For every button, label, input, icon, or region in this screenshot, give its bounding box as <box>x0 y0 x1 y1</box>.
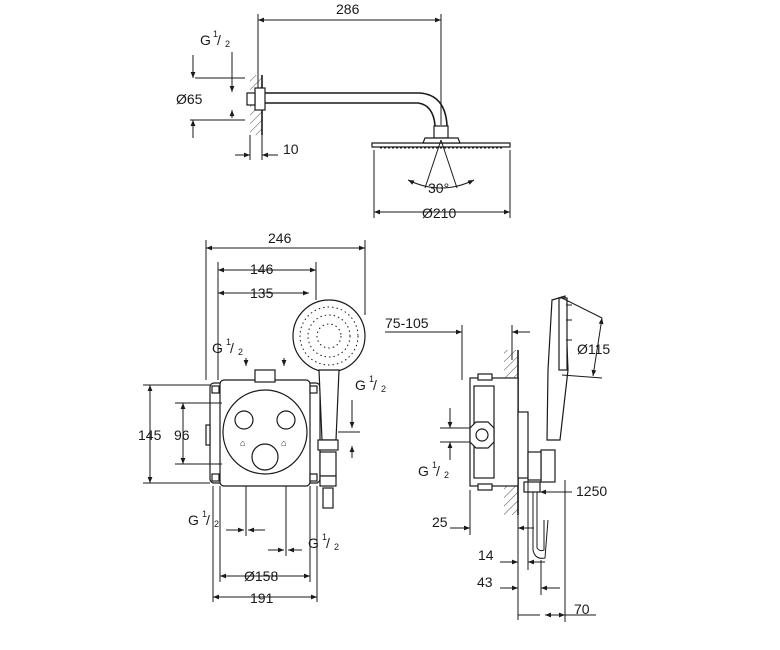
cover-plate <box>517 411 529 479</box>
handshower-diameter-label: Ø115 <box>577 341 610 357</box>
inlet-top-num: 1 <box>226 337 231 347</box>
svg-text:/: / <box>217 32 221 48</box>
bottom-right-den: 2 <box>334 542 339 552</box>
svg-text:⌂: ⌂ <box>281 438 286 448</box>
handshower-offset-label: 146 <box>250 261 274 277</box>
shower-arm <box>265 92 448 128</box>
top-inlet <box>254 369 276 383</box>
holder-elbow <box>540 449 556 483</box>
head-diameter-label: Ø210 <box>422 205 456 221</box>
cover-depth-label: 14 <box>478 547 494 563</box>
thread-g-label: G <box>200 32 211 48</box>
side-outlet-g: G <box>355 377 366 393</box>
wall-depth-label: 25 <box>432 514 448 530</box>
bottom-left-num: 1 <box>202 509 207 519</box>
svg-text:/: / <box>230 340 234 356</box>
bottom-right-g: G <box>308 535 319 551</box>
thread-den: 2 <box>225 39 230 49</box>
side-outlet-den: 2 <box>381 384 386 394</box>
svg-text:⌂: ⌂ <box>240 438 245 448</box>
shower-outlet-elbow <box>319 451 337 477</box>
svg-text:/: / <box>206 512 210 528</box>
bottom-left-g: G <box>188 512 199 528</box>
inlet-top-g: G <box>212 340 223 356</box>
holder-depth-label: 70 <box>574 601 590 617</box>
side-inlet-den: 2 <box>444 470 449 480</box>
head-shower-view: 30° 286 Ø210 G 1 / 2 Ø65 10 <box>176 1 511 221</box>
arm-length-label: 286 <box>336 1 360 17</box>
plate-width-label: 191 <box>250 590 274 606</box>
hose-length-label: 1250 <box>576 483 607 499</box>
thermostat-knob <box>251 443 279 471</box>
side-inlet-g: G <box>418 463 429 479</box>
button-right <box>276 410 296 430</box>
flange-diameter-label: Ø65 <box>176 91 203 107</box>
spray-angle-label: 30° <box>428 180 449 196</box>
button-left <box>234 410 254 430</box>
outlet-offset-label: 135 <box>250 285 274 301</box>
front-view: 246 146 135 ⌂ ⌂ <box>138 230 386 606</box>
install-depth-label: 75-105 <box>385 315 429 331</box>
svg-text:/: / <box>373 377 377 393</box>
inlet-top-den: 2 <box>238 347 243 357</box>
side-inlet-num: 1 <box>432 460 437 470</box>
svg-text:/: / <box>326 535 330 551</box>
wall-offset-label: 10 <box>283 141 299 157</box>
bottom-left-den: 2 <box>214 519 219 529</box>
hose <box>532 492 549 559</box>
overall-width-label: 246 <box>268 230 292 246</box>
svg-text:/: / <box>436 463 440 479</box>
thread-num: 1 <box>213 29 218 39</box>
side-outlet-num: 1 <box>369 374 374 384</box>
wall-flange <box>254 87 266 111</box>
box-inner-height-label: 96 <box>174 427 190 443</box>
projection-label: 43 <box>477 574 493 590</box>
shower-head <box>371 142 511 148</box>
hand-shower-handle <box>318 369 340 441</box>
box-height-label: 145 <box>138 427 162 443</box>
rosette-diameter-label: Ø158 <box>244 568 278 584</box>
side-view: 75-105 Ø115 G 1 / 2 1250 25 14 43 <box>385 295 610 622</box>
bottom-right-num: 1 <box>322 532 327 542</box>
hand-shower-head <box>292 299 366 373</box>
